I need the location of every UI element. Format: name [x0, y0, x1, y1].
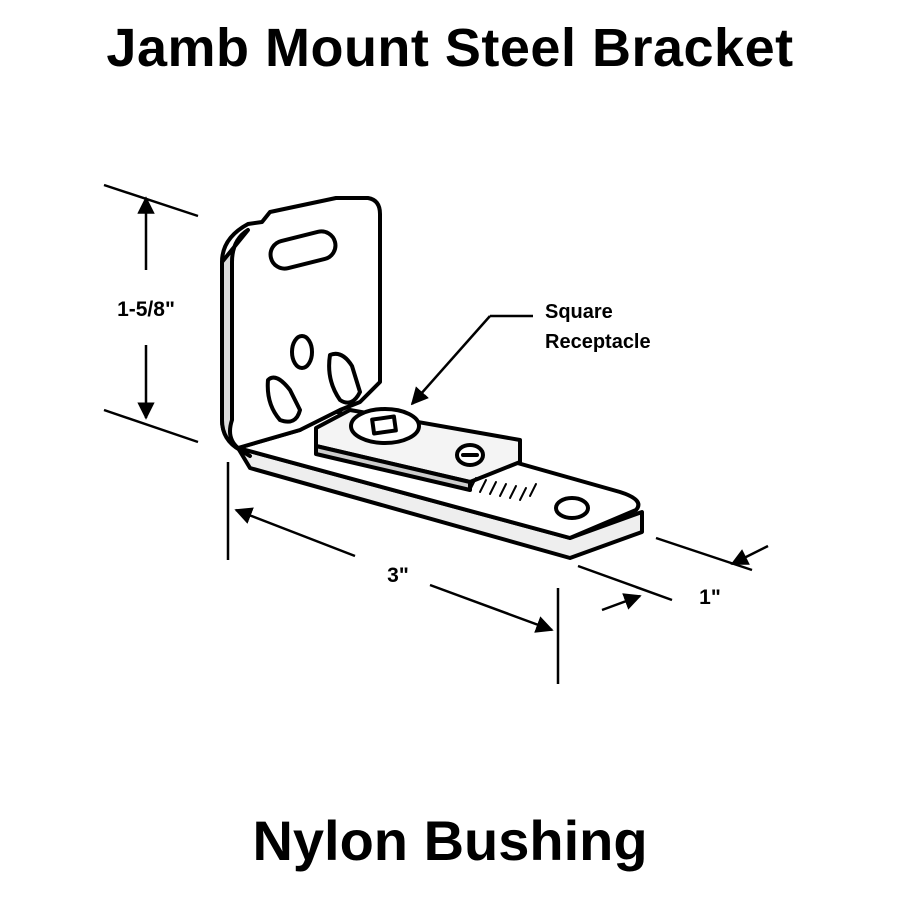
height-label: 1-5/8" [117, 298, 175, 321]
cutout-left [265, 375, 302, 424]
slot-hole [268, 229, 338, 271]
width-dimension [577, 536, 769, 612]
square-receptacle [370, 414, 398, 436]
length-label: 3" [387, 564, 409, 587]
callout-leader [410, 314, 533, 406]
length-dimension [226, 462, 560, 684]
height-dimension [103, 183, 199, 444]
mount-hole-upper [290, 334, 314, 370]
bracket-illustration [220, 196, 644, 560]
cutout-right [327, 351, 362, 405]
diagram-title: Jamb Mount Steel Bracket [106, 18, 794, 78]
callout-line2: Receptacle [545, 331, 651, 353]
callout-line1: Square [545, 301, 613, 323]
mount-hole-base [554, 496, 590, 520]
diagram-subtitle: Nylon Bushing [252, 809, 648, 872]
vertical-plate-edge [220, 228, 252, 458]
scale-ticks [469, 477, 537, 501]
width-label: 1" [699, 586, 721, 609]
